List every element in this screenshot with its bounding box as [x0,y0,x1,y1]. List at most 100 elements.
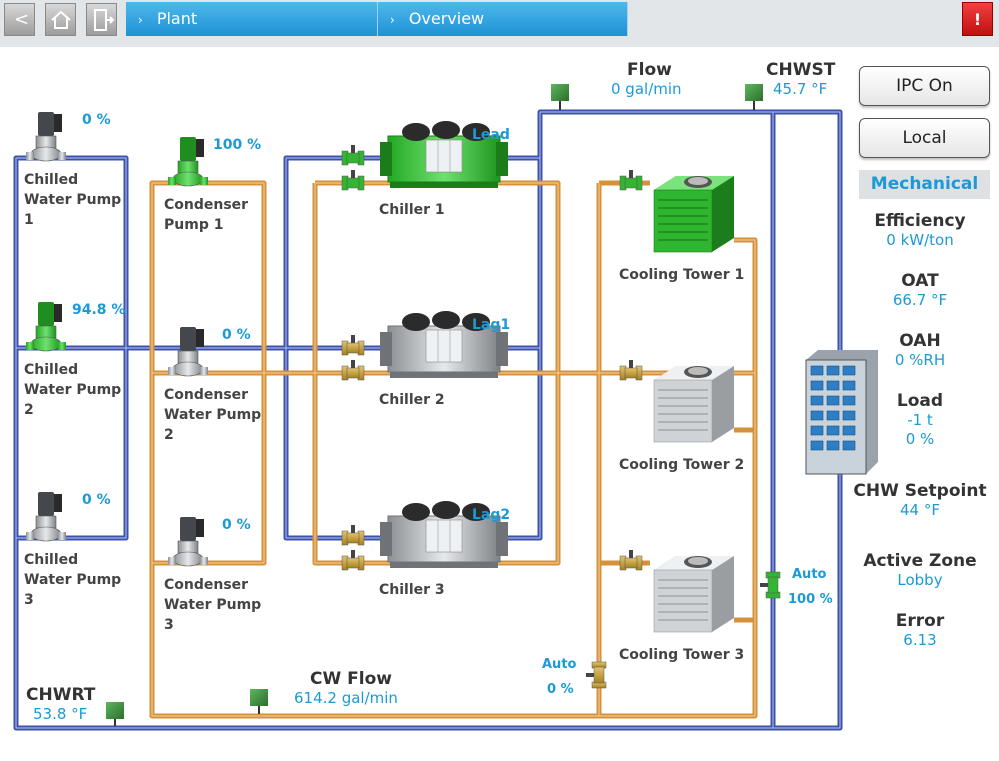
stat-error: Error 6.13 [850,611,990,650]
cooling-tower-3-icon[interactable] [653,556,734,633]
cooling-tower-1-valve-icon[interactable] [619,170,643,191]
stat-value: 44 °F [900,501,940,519]
stat-title: Load [896,391,944,411]
home-icon [51,10,71,29]
stat-load: Load -1 t 0 % [850,391,990,449]
condenser-pump-1-label: Condenser Pump 1 [164,197,249,233]
cooling-tower-3-valve-icon[interactable] [619,550,643,571]
chevron-right-icon: › [138,13,143,27]
stat-oah: OAH 0 %RH [850,331,990,370]
stat-title: CHW Setpoint [853,481,987,501]
condenser-pump-2-icon[interactable] [168,327,208,377]
breadcrumb-overview[interactable]: › Overview [378,2,628,36]
chilled-pump-1-icon[interactable] [26,112,66,162]
chevron-right-icon: › [390,13,395,27]
cooling-tower-1-icon[interactable] [653,176,734,253]
chilled-pump-3-speed: 0 % [82,492,111,508]
sensor-chwst-icon [745,84,763,110]
stat-chw-setpoint: CHW Setpoint 44 °F [850,481,990,520]
ipc-on-button[interactable]: IPC On [859,66,990,106]
chwrt-value: 53.8 °F [33,705,88,723]
sensor-flow-icon [551,84,569,110]
alarm-button[interactable]: ! [962,2,993,36]
flow-label: Flow [627,60,672,80]
chiller-1-evap-valve-icon[interactable] [341,145,365,166]
condenser-pump-2-label: Condenser Water Pump 2 [164,387,262,443]
stat-value: 0 % [905,430,935,448]
condenser-pump-3-speed: 0 % [222,517,251,533]
home-button[interactable] [45,3,76,36]
stat-title: Efficiency [874,211,966,231]
chilled-pump-2-label: Chilled Water Pump 2 [24,362,122,418]
stat-value: 0 kW/ton [886,231,954,249]
cw-flow-value: 614.2 gal/min [294,689,398,707]
chiller-2-evap-valve-icon[interactable] [341,335,365,356]
cooling-tower-1-label: Cooling Tower 1 [619,267,745,283]
local-button[interactable]: Local [859,118,990,158]
cooling-tower-2-icon[interactable] [653,366,734,443]
stat-value: 6.13 [903,631,937,649]
chiller-3-role: Lag2 [472,507,511,523]
tower-bypass-valve-icon[interactable] [586,661,607,689]
bypass-valve-mode: Auto [792,567,827,582]
chiller-2-role: Lag1 [472,317,511,333]
chiller-1-cond-valve-icon[interactable] [341,170,365,191]
exit-icon [94,9,115,31]
alarm-icon: ! [973,10,982,29]
cooling-tower-2-label: Cooling Tower 2 [619,457,745,473]
stat-oat: OAT 66.7 °F [850,271,990,310]
chwrt-label: CHWRT [26,685,96,705]
chiller-1-icon[interactable] [380,121,508,188]
flow-value: 0 gal/min [611,80,682,98]
chiller-3-label: Chiller 3 [379,582,445,598]
chilled-pump-1-label: Chilled Water Pump 1 [24,172,122,228]
breadcrumb-plant[interactable]: › Plant [126,2,378,36]
stat-title: Active Zone [863,551,977,571]
stat-value: Lobby [897,571,943,589]
condenser-pump-2-speed: 0 % [222,327,251,343]
condenser-pump-3-icon[interactable] [168,517,208,567]
back-icon: < [14,9,30,30]
exit-button[interactable] [86,3,117,36]
chiller-1-label: Chiller 1 [379,202,445,218]
bypass-valve-icon[interactable] [760,571,781,599]
chiller-3-cond-valve-icon[interactable] [341,550,365,571]
stat-title: OAT [901,271,939,291]
chilled-pump-3-icon[interactable] [26,492,66,542]
bypass-valve-position: 100 % [788,592,833,607]
condenser-pump-1-icon[interactable] [168,137,208,187]
stat-value: 0 %RH [894,351,946,369]
condenser-water-piping [149,180,758,719]
chiller-2-label: Chiller 2 [379,392,445,408]
back-button[interactable]: < [4,3,35,36]
stat-title: Error [895,611,945,631]
stat-value: -1 t [907,411,933,429]
chiller-1-role: Lead [472,127,510,143]
cw-flow-label: CW Flow [310,669,392,689]
stat-value: 66.7 °F [892,291,948,309]
breadcrumb-label: Plant [156,9,198,28]
section-mechanical: Mechanical [859,170,990,199]
cooling-tower-2-valve-icon[interactable] [619,360,643,381]
stat-efficiency: Efficiency 0 kW/ton [850,211,990,250]
top-toolbar: < › Plant › Overview ! [0,0,999,47]
breadcrumb-label: Overview [408,9,485,28]
sensor-cw-flow-icon [250,689,268,714]
chiller-3-icon[interactable] [380,501,508,568]
condenser-pump-3-label: Condenser Water Pump 3 [164,577,262,633]
chilled-pump-2-icon[interactable] [26,302,66,352]
cooling-tower-3-label: Cooling Tower 3 [619,647,745,663]
chilled-pump-1-speed: 0 % [82,112,111,128]
chiller-3-evap-valve-icon[interactable] [341,525,365,546]
chiller-2-cond-valve-icon[interactable] [341,360,365,381]
stat-active-zone: Active Zone Lobby [850,551,990,590]
sensor-chwrt-icon [106,702,124,726]
chilled-pump-3-label: Chilled Water Pump 3 [24,552,122,608]
chwst-value: 45.7 °F [773,80,828,98]
chilled-pump-2-speed: 94.8 % [72,302,126,318]
tower-bypass-valve-position: 0 % [547,682,574,697]
chiller-2-icon[interactable] [380,311,508,378]
condenser-pump-1-speed: 100 % [213,137,262,153]
building-icon [805,350,878,475]
